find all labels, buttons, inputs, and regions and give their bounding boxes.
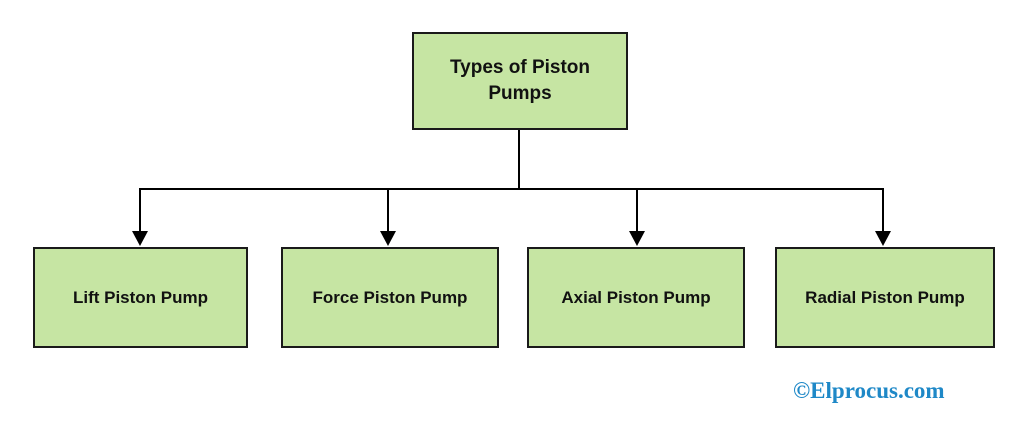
arrowhead-down-icon — [380, 231, 396, 246]
child-box-force-piston-pump: Force Piston Pump — [281, 247, 499, 348]
arrowhead-down-icon — [132, 231, 148, 246]
watermark-text: ©Elprocus.com — [793, 378, 945, 403]
child-box-radial-piston-pump: Radial Piston Pump — [775, 247, 995, 348]
child-box-axial-piston-pump: Axial Piston Pump — [527, 247, 745, 348]
root-box-label: Types of Piston Pumps — [449, 57, 591, 104]
child-box-lift-piston-pump: Lift Piston Pump — [33, 247, 248, 348]
child-box-label: Force Piston Pump — [312, 287, 468, 307]
child-box-label: Lift Piston Pump — [72, 287, 209, 307]
child-box-label: Radial Piston Pump — [805, 287, 965, 307]
arrowhead-down-icon — [875, 231, 891, 246]
root-box: Types of Piston Pumps — [412, 32, 628, 130]
child-box-label: Axial Piston Pump — [561, 287, 711, 307]
arrowhead-down-icon — [629, 231, 645, 246]
